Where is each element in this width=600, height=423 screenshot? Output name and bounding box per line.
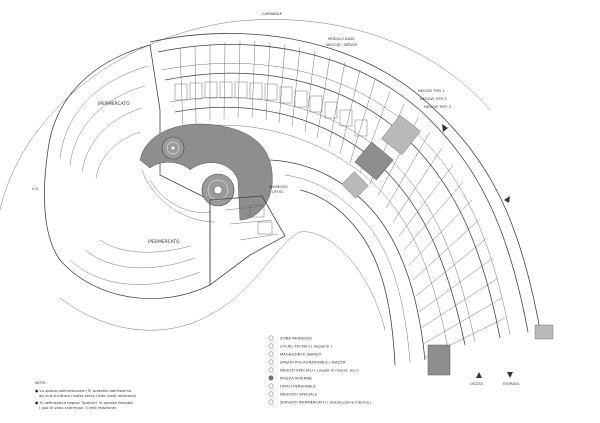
inner-rooms xyxy=(174,81,368,137)
label-negozi-tipo1: NEGOZI TIPO 1 xyxy=(418,89,445,93)
svg-text:● Si definiscono negozi 'Speci: ● Si definiscono negozi 'Speciali' in qu… xyxy=(35,400,133,405)
svg-text:NEGOZI SPECIALI ( Luoghi di ri: NEGOZI SPECIALI ( Luoghi di ristoro, ecc… xyxy=(280,368,358,373)
label-negozi-tipo3: NEGOZI TIPO 3 xyxy=(424,105,451,109)
label-modulo-base: MODULO BASE xyxy=(328,37,355,41)
svg-text:● Lo spazio polifunzionale (5): ● Lo spazio polifunzionale (5) protetto … xyxy=(35,388,132,393)
label-ipermercato-bottom: IPERMERCATO xyxy=(148,239,180,244)
svg-text:LOCALI TECNICI ( impianti ): LOCALI TECNICI ( impianti ) xyxy=(280,344,332,349)
svg-text:MAGAZZINI E SERVIZI: MAGAZZINI E SERVIZI xyxy=(280,352,321,357)
legend: ZONA INGRESSO LOCALI TECNICI ( impianti … xyxy=(268,336,372,405)
site-boundary xyxy=(0,19,491,211)
entrance-arrows xyxy=(442,124,513,378)
svg-text:NOTE:: NOTE: xyxy=(35,380,47,385)
label-uscita: USCITA xyxy=(470,382,483,386)
label-negozi-tipo2: NEGOZI TIPO 2 xyxy=(420,97,447,101)
svg-text:SPAZIO POLIFUNZIONALE / PIAZZA: SPAZIO POLIFUNZIONALE / PIAZZA xyxy=(280,360,346,365)
legend-item-7: UFFICI PERSONALE xyxy=(268,384,317,389)
legend-item-5: NEGOZI SPECIALI ( Luoghi di ristoro, ecc… xyxy=(268,368,358,373)
plan-labels: CARRABILE MODULO BASE NEGOZI / SERVIZI N… xyxy=(32,12,520,386)
piazza-interna xyxy=(139,123,273,223)
svg-text:da una struttura rivolta verso: da una struttura rivolta verso l'alto (v… xyxy=(39,393,137,398)
label-entrata: ENTRATA xyxy=(503,382,520,386)
legend-item-6: PIAZZA INTERNA xyxy=(268,376,312,381)
notes: NOTE: ● Lo spazio polifunzionale (5) pro… xyxy=(35,380,137,410)
legend-item-2: LOCALI TECNICI ( impianti ) xyxy=(268,344,332,349)
svg-text:NEGOZIO SPECIALE: NEGOZIO SPECIALE xyxy=(280,392,318,397)
legend-item-3: MAGAZZINI E SERVIZI xyxy=(268,352,321,357)
label-uffici: UFFICI xyxy=(272,190,283,194)
label-negozi-servizi: NEGOZI / SERVIZI xyxy=(326,43,357,47)
legend-item-1: ZONA INGRESSO xyxy=(268,336,312,341)
special-shops xyxy=(341,114,554,376)
svg-text:PIAZZA INTERNA: PIAZZA INTERNA xyxy=(280,376,312,381)
svg-text:UFFICI PERSONALE: UFFICI PERSONALE xyxy=(280,384,317,389)
legend-item-8: NEGOZIO SPECIALE xyxy=(268,392,318,397)
label-ipermercato-top: IPERMERCATO xyxy=(98,101,130,106)
svg-text:( uso di vano scorrevoli ) (ve: ( uso di vano scorrevoli ) (vedi relazio… xyxy=(39,405,117,410)
svg-text:SERVIZIO IPERMERCATO ( distrib: SERVIZIO IPERMERCATO ( distribuzione int… xyxy=(280,400,372,405)
legend-item-4: SPAZIO POLIFUNZIONALE / PIAZZA xyxy=(268,360,346,365)
label-ingresso: INGRESSO xyxy=(269,185,288,189)
svg-text:ZONA INGRESSO: ZONA INGRESSO xyxy=(280,336,312,341)
site-boundary-lower xyxy=(59,231,386,331)
shop-partitions xyxy=(179,40,506,359)
label-us: U.S. xyxy=(32,187,39,191)
label-carrabile: CARRABILE xyxy=(262,12,283,16)
lower-wing xyxy=(209,195,286,286)
ipermercato-block xyxy=(44,44,211,300)
legend-item-9: SERVIZIO IPERMERCATO ( distribuzione int… xyxy=(268,400,372,405)
